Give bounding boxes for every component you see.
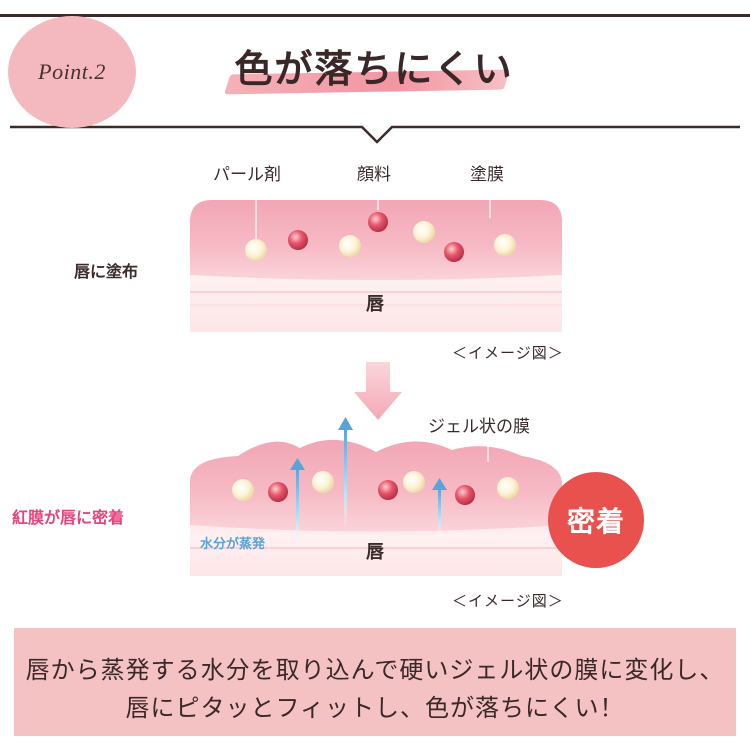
adhesion-badge-text: 密着: [566, 505, 625, 538]
pigment-particle: [368, 212, 388, 232]
pearl-particle: [312, 471, 334, 493]
evaporation-label: 水分が蒸発: [200, 537, 266, 552]
pearl-particle: [413, 221, 435, 243]
pearl-particle: [494, 234, 516, 256]
top-lip-label: 唇: [366, 294, 384, 315]
pearl-label: パール剤: [213, 165, 281, 185]
bottom-particles: [232, 471, 519, 505]
adhesion-side-label: 紅膜が唇に密着: [12, 508, 125, 527]
gel-film-label: ジェル状の膜: [428, 417, 530, 437]
page-title: 色が落ちにくい: [234, 47, 514, 91]
pigment-particle: [268, 482, 288, 502]
point-badge: Point.2: [8, 16, 136, 128]
point-label: Point.2: [38, 59, 106, 84]
pigment-label: 顔料: [357, 165, 391, 185]
adhesion-badge: 密着: [548, 472, 644, 568]
bottom-lip-label: 唇: [366, 542, 384, 563]
top-particles: [245, 212, 516, 262]
pearl-particle: [339, 235, 361, 257]
lip-diagrams: [190, 200, 562, 576]
header-divider: [10, 125, 740, 144]
pigment-particle: [378, 480, 398, 500]
pearl-particle: [232, 479, 254, 501]
summary-line-2: 唇にピタッとフィットし、色が落ちにくい！: [125, 694, 625, 722]
down-arrow: [354, 362, 402, 420]
water-arrows: [290, 417, 447, 546]
summary-line-1: 唇から蒸発する水分を取り込んで硬いジェル状の膜に変化し、: [25, 656, 725, 684]
top-film-layer: [190, 200, 562, 280]
apply-to-lip-label: 唇に塗布: [74, 262, 139, 281]
summary-banner: 唇から蒸発する水分を取り込んで硬いジェル状の膜に変化し、 唇にピタッとフィットし…: [14, 628, 736, 736]
film-label: 塗膜: [470, 165, 504, 185]
top-rule: [0, 14, 750, 17]
bottom-image-caption: ＜イメージ図＞: [452, 592, 564, 610]
pigment-particle: [288, 230, 308, 250]
top-image-caption: ＜イメージ図＞: [452, 344, 564, 362]
pearl-particle: [245, 239, 267, 261]
pearl-particle: [403, 471, 425, 493]
pigment-particle: [444, 242, 464, 262]
pigment-particle: [455, 485, 475, 505]
gel-film-layer: [190, 439, 562, 532]
pearl-particle: [497, 477, 519, 499]
